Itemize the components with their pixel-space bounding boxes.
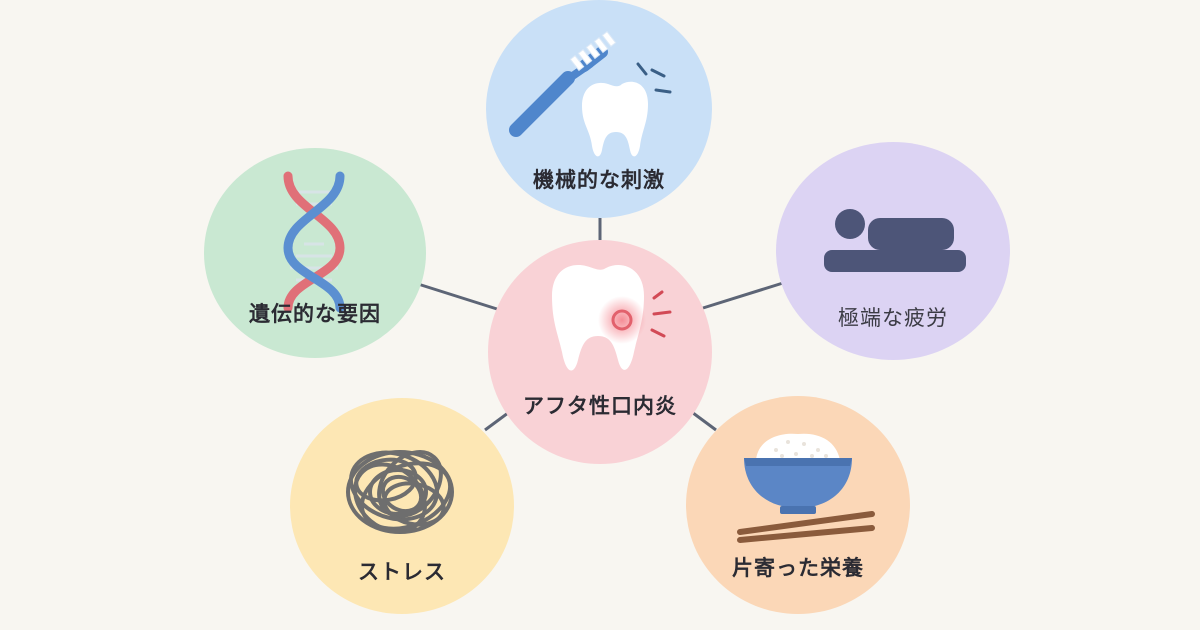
cause-label-nutrition: 片寄った栄養 — [732, 556, 864, 580]
cause-label-stress: ストレス — [358, 560, 446, 584]
dna-icon — [283, 171, 345, 313]
sleeping-person-icon — [824, 209, 966, 272]
cause-label-genetic: 遺伝的な要因 — [249, 302, 381, 326]
cause-label-mechanical: 機械的な刺激 — [533, 168, 665, 192]
toothbrush-tooth-icon — [509, 30, 672, 157]
connector-right — [702, 281, 784, 310]
tangled-scribble-icon — [346, 450, 454, 534]
center-label: アフタ性口内炎 — [523, 394, 677, 418]
cause-node-nutrition: 片寄った栄養 — [686, 396, 910, 614]
cause-node-fatigue: 極端な疲労 — [776, 142, 1010, 360]
cause-node-genetic: 遺伝的な要因 — [204, 148, 426, 358]
cause-node-stress: ストレス — [290, 398, 514, 614]
cause-label-fatigue: 極端な疲労 — [838, 306, 948, 330]
rice-bowl-chopsticks-icon — [737, 433, 875, 543]
connector-left — [417, 282, 498, 311]
cause-node-mechanical: 機械的な刺激 — [486, 0, 712, 218]
center-node-aphthous-stomatitis: アフタ性口内炎 — [488, 240, 712, 464]
inflamed-tooth-icon — [552, 265, 672, 371]
